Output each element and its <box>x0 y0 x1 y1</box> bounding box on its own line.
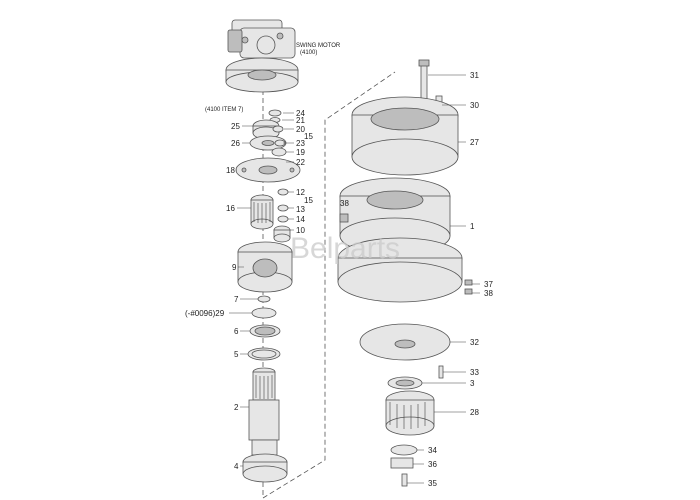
callout-36: 36 <box>428 460 437 469</box>
callout-4: 4 <box>234 462 239 471</box>
callout-2: 2 <box>234 403 239 412</box>
callout-35: 35 <box>428 479 437 488</box>
watermark: Belparts <box>290 232 400 265</box>
callout-labels: 2421201523192212151314102526181697(-#009… <box>185 71 493 488</box>
callout-38: 38 <box>340 199 349 208</box>
callout-20: 20 <box>296 125 305 134</box>
callout-30: 30 <box>470 101 479 110</box>
callout-16: 16 <box>226 204 235 213</box>
callout-9: 9 <box>232 263 237 272</box>
swing-motor-assembly <box>225 19 299 93</box>
callout-33: 33 <box>470 368 479 377</box>
left-parts <box>235 109 301 483</box>
callout-5: 5 <box>234 350 239 359</box>
callout-22: 22 <box>296 158 305 167</box>
callout-13: 13 <box>296 205 305 214</box>
callout-31: 31 <box>470 71 479 80</box>
leader-lines <box>229 74 480 484</box>
callout-27: 27 <box>470 138 479 147</box>
callout-12: 12 <box>296 188 305 197</box>
right-parts <box>337 59 473 487</box>
callout-009629: (-#0096)29 <box>185 309 225 318</box>
item7-note: (4100 ITEM 7) <box>205 107 243 113</box>
callout-34: 34 <box>428 446 437 455</box>
callout-18: 18 <box>226 166 235 175</box>
callout-19: 19 <box>296 148 305 157</box>
callout-7: 7 <box>234 295 239 304</box>
callout-24: 24 <box>296 109 305 118</box>
callout-3: 3 <box>470 379 475 388</box>
callout-15: 15 <box>304 196 313 205</box>
callout-1: 1 <box>470 222 475 231</box>
callout-23: 23 <box>296 139 305 148</box>
callout-32: 32 <box>470 338 479 347</box>
callout-15: 15 <box>304 132 313 141</box>
callout-26: 26 <box>231 139 240 148</box>
callout-28: 28 <box>470 408 479 417</box>
callout-38: 38 <box>484 289 493 298</box>
callout-10: 10 <box>296 226 305 235</box>
callout-14: 14 <box>296 215 305 224</box>
motor-code: (4100) <box>300 50 317 56</box>
motor-title: SWING MOTOR <box>296 43 341 49</box>
callout-25: 25 <box>231 122 240 131</box>
callout-21: 21 <box>296 116 305 125</box>
callout-37: 37 <box>484 280 493 289</box>
callout-6: 6 <box>234 327 239 336</box>
